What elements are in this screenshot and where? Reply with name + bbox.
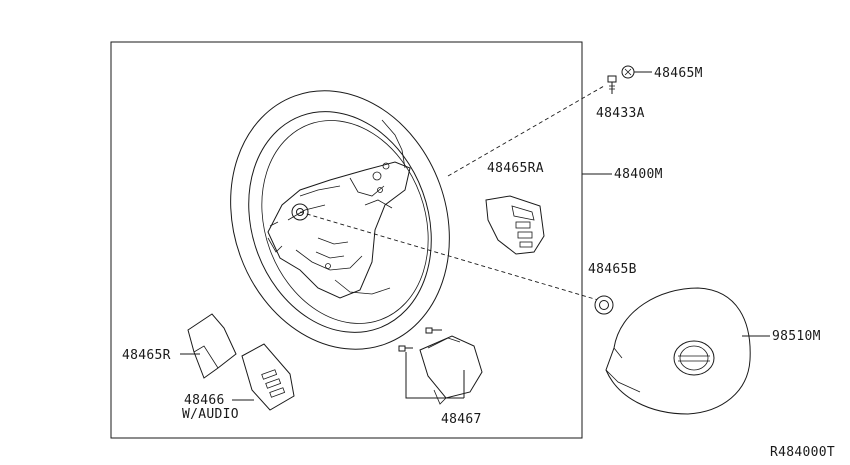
label-48465M: 48465M <box>654 66 703 81</box>
part-48465RA-icon <box>485 195 545 255</box>
part-48466-icon <box>241 343 295 411</box>
leader-48467 <box>405 352 465 399</box>
label-w-audio: W/AUDIO <box>182 407 239 422</box>
label-98510M: 98510M <box>772 329 821 344</box>
label-48467: 48467 <box>441 412 482 427</box>
label-48466: 48466 <box>184 393 225 408</box>
label-48465R: 48465R <box>122 348 171 363</box>
screw-icon <box>398 345 413 352</box>
label-48465RA: 48465RA <box>487 161 544 176</box>
part-48465R-icon <box>187 313 237 379</box>
assembly-frame <box>110 41 583 439</box>
part-48467-icon <box>419 335 483 405</box>
part-48433A-icon <box>607 75 617 94</box>
leader-dashed-48433A <box>447 85 605 177</box>
label-48433A: 48433A <box>596 106 645 121</box>
label-48400M: 48400M <box>614 167 663 182</box>
label-48465B: 48465B <box>588 262 637 277</box>
screw-icon <box>425 327 442 334</box>
steering-wheel <box>230 90 450 350</box>
leader-dashed-48465B <box>299 211 599 301</box>
diagram-reference-code: R484000T <box>770 445 835 460</box>
part-98510M-airbag-icon <box>605 287 751 415</box>
part-48465M-icon <box>621 65 635 79</box>
part-48465B-icon <box>594 295 614 315</box>
